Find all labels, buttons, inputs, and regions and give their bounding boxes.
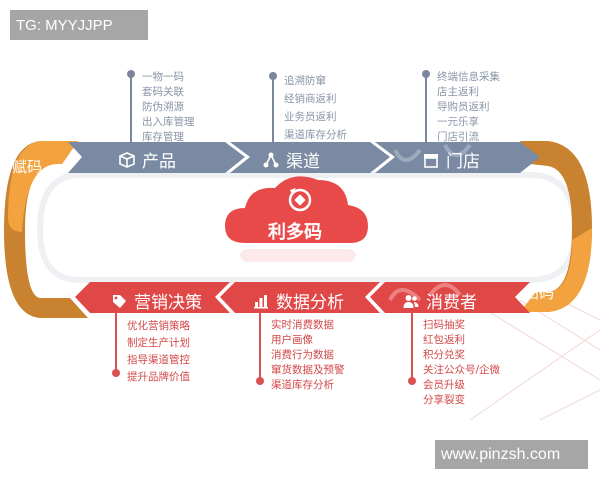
feature-item: 会员升级 bbox=[423, 379, 465, 391]
feature-item: 分享裂变 bbox=[423, 394, 465, 406]
loop-label-scan: 扫码 bbox=[524, 284, 555, 302]
feature-item: 导购员返利 bbox=[437, 101, 490, 113]
stage-channel[interactable]: 渠道 bbox=[262, 147, 320, 172]
center-brand-label: 利多码 bbox=[268, 222, 322, 243]
stage-consumer-label: 消费者 bbox=[426, 293, 477, 313]
stage-consumer[interactable]: 消费者 bbox=[402, 288, 477, 313]
feature-list-data-analysis: 实时消费数据 用户画像 消费行为数据 窜货数据及预警 渠道库存分析 bbox=[256, 312, 345, 393]
feature-item: 防伪溯源 bbox=[142, 101, 184, 113]
bar-chart-icon bbox=[252, 292, 270, 310]
watermark-url-bottom: www.pinzsh.com bbox=[435, 440, 588, 469]
top-chevron-band bbox=[68, 142, 540, 173]
faint-watermark bbox=[393, 143, 472, 162]
stage-channel-label: 渠道 bbox=[286, 152, 320, 172]
feature-list-store: 终端信息采集 店主返利 导购员返利 一元乐享 门店引流 bbox=[422, 70, 500, 146]
feature-item: 店主返利 bbox=[437, 86, 479, 98]
feature-item: 终端信息采集 bbox=[437, 71, 500, 83]
feature-item: 渠道库存分析 bbox=[284, 129, 347, 141]
feature-item: 窜货数据及预警 bbox=[271, 364, 345, 376]
feature-item: 追溯防窜 bbox=[284, 75, 326, 87]
loop-label-encode: 赋码 bbox=[12, 158, 43, 176]
stage-product-label: 产品 bbox=[142, 152, 176, 172]
feature-item: 一物一码 bbox=[142, 71, 184, 83]
stage-store-label: 门店 bbox=[446, 152, 480, 172]
feature-item: 提升品牌价值 bbox=[127, 371, 190, 383]
feature-item: 积分兑奖 bbox=[423, 349, 465, 361]
stage-marketing-decision-label: 营销决策 bbox=[134, 293, 202, 313]
feature-item: 一元乐享 bbox=[437, 116, 479, 128]
refresh-coin-icon bbox=[288, 188, 312, 212]
feature-item: 业务员返利 bbox=[284, 111, 337, 123]
stage-store[interactable]: 门店 bbox=[422, 147, 480, 172]
feature-item: 实时消费数据 bbox=[271, 319, 334, 331]
feature-item: 套码关联 bbox=[142, 86, 184, 98]
stage-data-analysis[interactable]: 数据分析 bbox=[252, 288, 344, 313]
feature-item: 关注公众号/企微 bbox=[423, 364, 501, 376]
feature-item: 指导渠道管控 bbox=[127, 354, 190, 366]
feature-item: 扫码抽奖 bbox=[423, 319, 465, 331]
feature-item: 制定生产计划 bbox=[127, 337, 190, 349]
users-icon bbox=[402, 292, 420, 310]
feature-item: 优化营销策略 bbox=[127, 320, 190, 332]
feature-list-channel: 追溯防窜 经销商返利 业务员返利 渠道库存分析 bbox=[269, 72, 347, 146]
stage-data-analysis-label: 数据分析 bbox=[276, 293, 344, 313]
right-loop-arc bbox=[520, 141, 592, 312]
stage-marketing-decision[interactable]: 营销决策 bbox=[110, 288, 202, 313]
feature-item: 用户画像 bbox=[271, 334, 313, 346]
center-cloud bbox=[225, 176, 368, 262]
stage-product[interactable]: 产品 bbox=[118, 147, 176, 172]
feature-item: 渠道库存分析 bbox=[271, 379, 334, 391]
store-icon bbox=[422, 151, 440, 169]
feature-item: 经销商返利 bbox=[284, 93, 337, 105]
feature-item: 红包返利 bbox=[423, 334, 465, 346]
tag-icon bbox=[110, 292, 128, 310]
feature-list-product: 一物一码 套码关联 防伪溯源 出入库管理 库存管理 bbox=[127, 70, 195, 146]
loop-track bbox=[36, 172, 579, 283]
feature-item: 消费行为数据 bbox=[271, 349, 334, 361]
left-loop-arc bbox=[4, 141, 88, 318]
feature-list-consumer: 扫码抽奖 红包返利 积分兑奖 关注公众号/企微 会员升级 分享裂变 bbox=[408, 312, 501, 408]
feature-item: 出入库管理 bbox=[142, 116, 195, 128]
feature-item: 库存管理 bbox=[142, 131, 184, 143]
network-icon bbox=[262, 151, 280, 169]
watermark-tag-top: TG: MYYJJPP bbox=[10, 10, 148, 40]
feature-list-marketing-decision: 优化营销策略 制定生产计划 指导渠道管控 提升品牌价值 bbox=[112, 312, 190, 386]
decorative-lines bbox=[469, 299, 600, 421]
feature-item: 门店引流 bbox=[437, 131, 479, 143]
box-icon bbox=[118, 151, 136, 169]
